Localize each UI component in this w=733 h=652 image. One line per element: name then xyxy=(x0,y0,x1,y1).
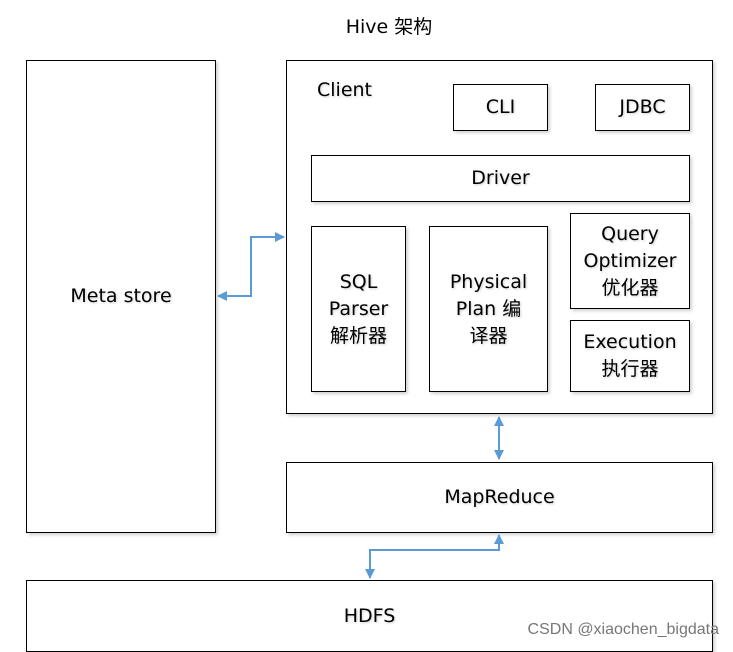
execution-line: 执行器 xyxy=(601,358,659,380)
query-optimizer-line: Optimizer xyxy=(583,249,677,272)
execution-box: Execution 执行器 xyxy=(570,320,690,392)
cli-box: CLI xyxy=(453,84,548,131)
sql-parser-line: Parser xyxy=(328,297,389,320)
execution-line: Execution xyxy=(583,331,677,353)
driver-box: Driver xyxy=(311,155,690,202)
metastore-box: Meta store xyxy=(26,60,216,533)
driver-label: Driver xyxy=(471,167,530,189)
sql-parser-box: SQL Parser 解析器 xyxy=(311,226,406,392)
metastore-label: Meta store xyxy=(70,285,172,307)
mapreduce-box: MapReduce xyxy=(286,462,713,533)
diagram-title: Hive 架构 xyxy=(345,16,433,38)
physical-plan-line: Physical xyxy=(449,270,528,293)
jdbc-label: JDBC xyxy=(619,96,666,118)
physical-plan-box: Physical Plan 编 译器 xyxy=(429,226,548,392)
mapreduce-label: MapReduce xyxy=(444,486,555,508)
sql-parser-line: 解析器 xyxy=(329,324,387,347)
physical-plan-line: Plan 编 xyxy=(455,297,522,320)
jdbc-box: JDBC xyxy=(595,84,690,131)
watermark: CSDN @xiaochen_bigdata xyxy=(527,621,719,638)
mapreduce-hdfs-arrow xyxy=(365,534,504,579)
query-optimizer-line: Query xyxy=(601,222,659,245)
hdfs-label: HDFS xyxy=(343,604,396,627)
client-label: Client xyxy=(317,79,373,101)
query-optimizer-line: 优化器 xyxy=(601,276,659,299)
metastore-client-arrow xyxy=(217,232,285,301)
cli-label: CLI xyxy=(485,96,516,118)
sql-parser-line: SQL xyxy=(339,270,378,293)
query-optimizer-box: Query Optimizer 优化器 xyxy=(570,213,690,309)
physical-plan-line: 译器 xyxy=(469,324,508,347)
